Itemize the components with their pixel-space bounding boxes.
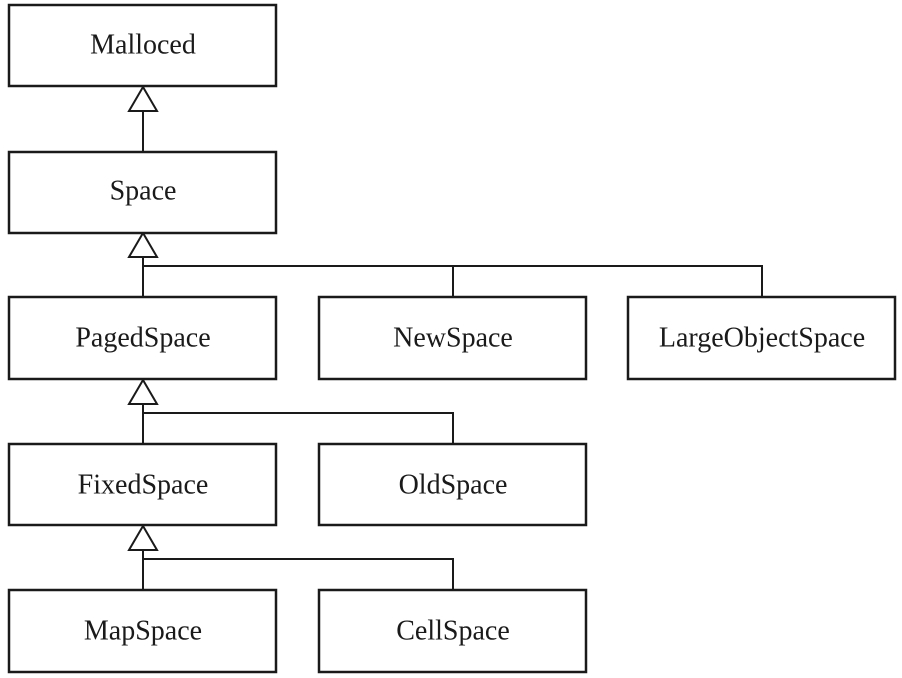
class-label-malloced: Malloced — [90, 30, 196, 61]
class-box-oldspace: OldSpace — [317, 442, 588, 527]
class-box-largeobjectspace: LargeObjectSpace — [626, 295, 897, 381]
inheritance-arrowhead — [127, 231, 159, 258]
class-box-space: Space — [7, 150, 278, 235]
class-label-newspace: NewSpace — [393, 323, 513, 354]
edge-group-to-pagedspace — [127, 378, 454, 444]
edge-space-to-malloced — [127, 85, 159, 152]
class-box-cellspace: CellSpace — [317, 588, 588, 674]
class-label-largeobjectspace: LargeObjectSpace — [659, 323, 865, 354]
class-label-oldspace: OldSpace — [399, 470, 508, 501]
class-box-newspace: NewSpace — [317, 295, 588, 381]
class-box-malloced: Malloced — [7, 3, 278, 88]
edge-group-to-fixedspace — [127, 524, 454, 590]
class-label-space: Space — [110, 176, 177, 207]
class-box-fixedspace: FixedSpace — [7, 442, 278, 527]
inheritance-arrowhead — [127, 378, 159, 405]
class-label-fixedspace: FixedSpace — [78, 470, 209, 501]
inheritance-arrowhead — [127, 85, 159, 112]
class-box-pagedspace: PagedSpace — [7, 295, 278, 381]
class-label-cellspace: CellSpace — [396, 616, 510, 647]
edge-group-to-space — [127, 231, 763, 297]
class-label-pagedspace: PagedSpace — [75, 323, 210, 354]
class-box-mapspace: MapSpace — [7, 588, 278, 674]
class-label-mapspace: MapSpace — [84, 616, 202, 647]
inheritance-arrowhead — [127, 524, 159, 551]
